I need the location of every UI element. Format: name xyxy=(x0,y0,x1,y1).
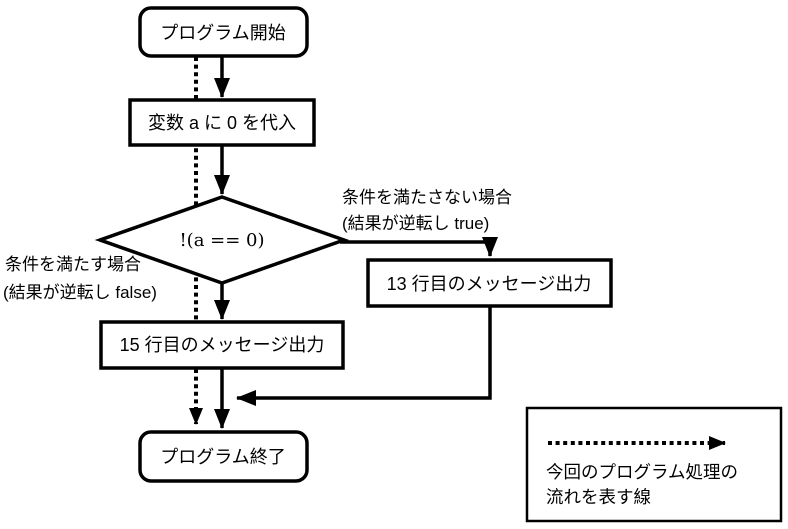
node-end-label: プログラム終了 xyxy=(160,447,285,467)
node-msg13-shape xyxy=(366,258,613,308)
node-start-shape xyxy=(138,6,309,58)
true-branch-label-line2: (結果が逆転し true) xyxy=(342,214,489,233)
false-branch-label-line2: (結果が逆転し false) xyxy=(3,283,157,302)
node-decision-shape xyxy=(94,195,350,285)
node-assign-label: 変数 a に 0 を代入 xyxy=(148,113,296,133)
edge-msg13-to-join xyxy=(236,306,492,406)
legend-label-line1: 今回のプログラム処理の xyxy=(546,462,738,482)
true-branch-label-line1: 条件を満たさない場合 xyxy=(342,188,512,207)
false-branch-label-line1: 条件を満たす場合 xyxy=(5,255,141,274)
node-msg15-shape xyxy=(99,320,345,370)
node-msg15-label: 15 行目のメッセージ出力 xyxy=(120,335,325,355)
node-end-shape xyxy=(138,430,309,483)
edge-decision-to-msg13 xyxy=(340,237,498,257)
node-assign-shape xyxy=(128,98,316,147)
legend-label-line2: 流れを表す線 xyxy=(546,487,651,507)
legend-box xyxy=(525,406,783,523)
node-start-label: プログラム開始 xyxy=(160,23,285,43)
node-msg13-label: 13 行目のメッセージ出力 xyxy=(387,274,592,294)
node-decision-label: !(a == 0) xyxy=(179,230,264,251)
